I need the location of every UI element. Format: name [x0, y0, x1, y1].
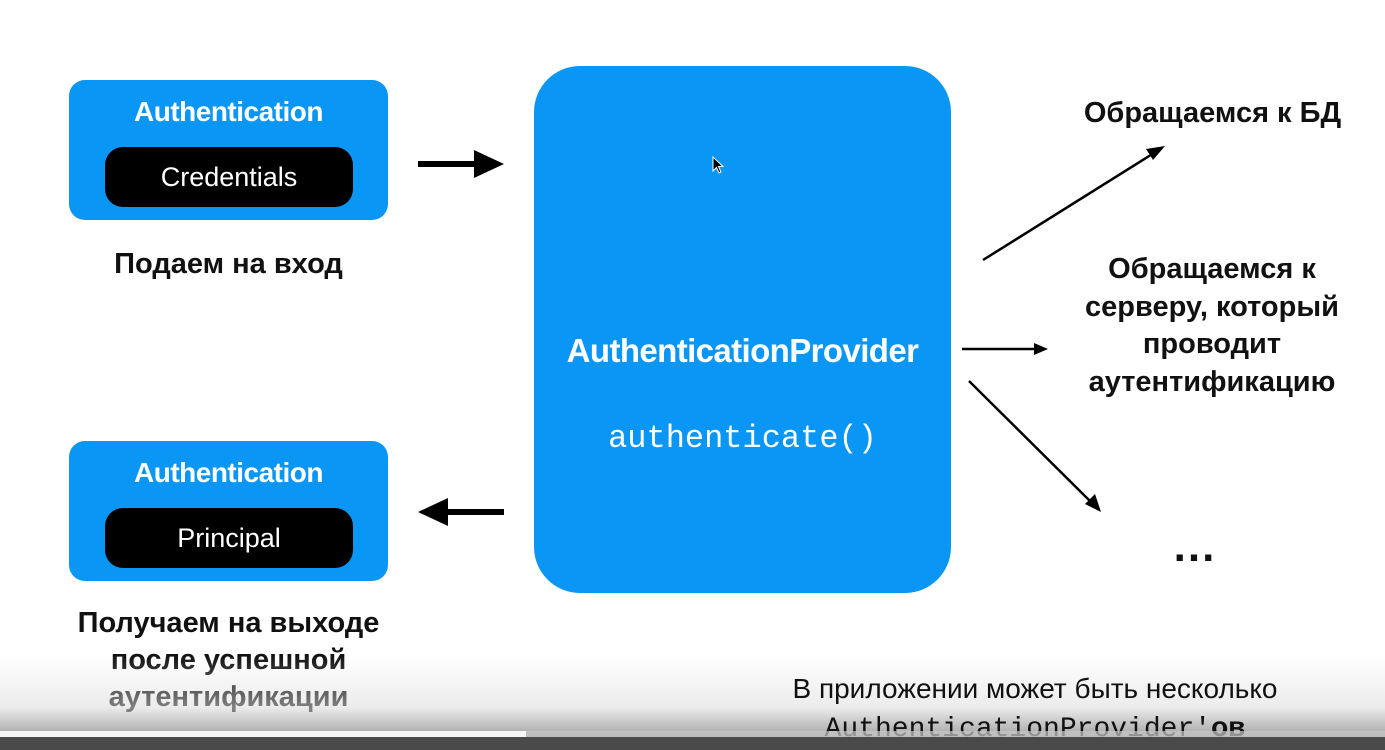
provider-method: authenticate() — [608, 420, 877, 457]
video-progress-track[interactable] — [0, 731, 1385, 737]
authentication-provider-box: AuthenticationProvider authenticate() — [534, 66, 951, 593]
authentication-input-box: Authentication Credentials — [69, 80, 388, 220]
video-progress-buffered — [0, 731, 527, 737]
authentication-output-box: Authentication Principal — [69, 441, 388, 581]
arrow-provider-to-output — [418, 498, 504, 526]
principal-pill: Principal — [105, 508, 353, 568]
authentication-output-title: Authentication — [134, 457, 324, 488]
video-controls-strip — [0, 737, 1385, 750]
arrow-to-database — [982, 146, 1165, 262]
option-database: Обращаемся к БД — [1083, 97, 1342, 129]
credentials-pill: Credentials — [105, 147, 353, 207]
arrow-input-to-provider — [418, 150, 504, 178]
mouse-cursor-icon — [712, 156, 725, 174]
note-line-1: В приложении может быть несколько — [792, 673, 1278, 704]
option-server: Обращаемся к серверу, который проводит а… — [1085, 253, 1339, 399]
option-ellipsis: ... — [1173, 522, 1217, 571]
provider-title: AuthenticationProvider — [566, 332, 919, 369]
authentication-input-title: Authentication — [134, 96, 324, 127]
arrow-to-server — [962, 343, 1048, 355]
input-caption: Подаем на вход — [114, 248, 343, 280]
